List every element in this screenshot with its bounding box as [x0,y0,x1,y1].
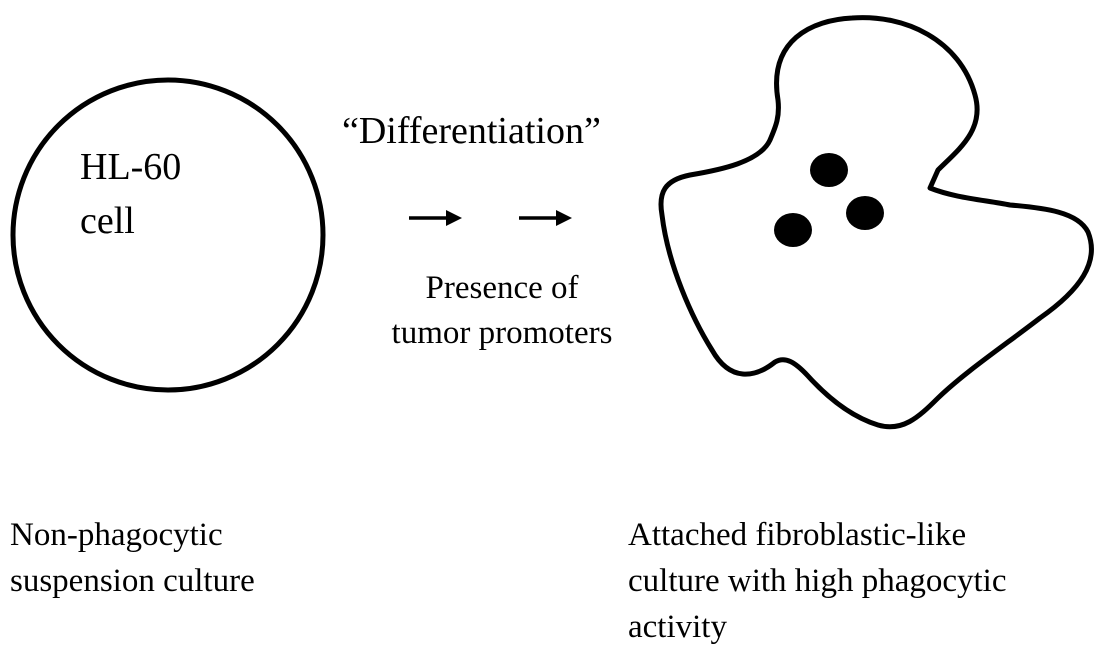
left-caption-line: Non-phagocytic [10,512,255,558]
process-condition-line: Presence of [372,266,632,311]
right-caption: Attached fibroblastic-like culture with … [628,512,1007,650]
right-caption-line: activity [628,604,1007,650]
cell-label: HL-60 cell [80,140,181,248]
process-condition: Presence of tumor promoters [372,266,632,356]
right-caption-line: Attached fibroblastic-like [628,512,1007,558]
left-caption: Non-phagocytic suspension culture [10,512,255,604]
filled-dot-icon [774,213,812,247]
right-arrow-icon [409,210,462,226]
right-arrow-icon [519,210,572,226]
process-condition-line: tumor promoters [372,311,632,356]
right-caption-line: culture with high phagocytic [628,558,1007,604]
filled-dot-icon [846,196,884,230]
filled-dot-icon [810,153,848,187]
cell-label-line: HL-60 [80,140,181,194]
process-title: “Differentiation” [342,110,601,154]
cell-label-line: cell [80,194,181,248]
left-caption-line: suspension culture [10,558,255,604]
